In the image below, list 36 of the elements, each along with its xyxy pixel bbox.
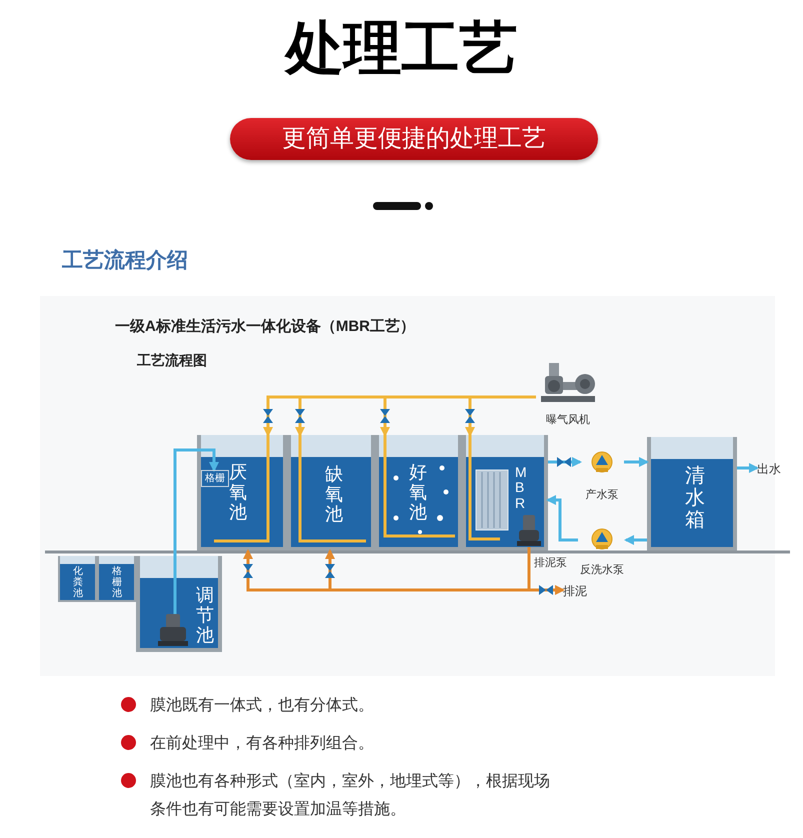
diagram-heading: 一级A标准生活污水一体化设备（MBR工艺） [115, 317, 415, 337]
tank-label: MBR [515, 465, 528, 512]
pump-label: 产水泵 [586, 490, 618, 501]
pipe-arrow [548, 456, 582, 468]
page-title: 处理工艺 [286, 15, 518, 83]
tank-label: 好氧池 [409, 463, 427, 522]
tank-label: 缺氧池 [325, 465, 343, 524]
pipe-arrow [624, 456, 650, 468]
subtitle-banner: 更简单更便捷的处理工艺 [230, 118, 598, 160]
tank [647, 437, 737, 551]
bullet-text: 在前处理中，有各种排列组合。 [150, 734, 375, 754]
outlet-label: 出水 [757, 460, 789, 478]
tank [58, 556, 97, 602]
tank [197, 435, 287, 551]
pipe-arrow [624, 534, 647, 546]
screen-box: 格栅 [201, 470, 229, 487]
bullet-text: 膜池既有一体式，也有分体式。 [150, 696, 375, 716]
pump-label: 排泥泵 [534, 556, 567, 571]
section-heading: 工艺流程介绍 [62, 248, 188, 274]
tank-label: 调节池 [196, 586, 214, 646]
tank-label: 清水箱 [685, 465, 705, 531]
tank-label: 厌氧池 [229, 463, 247, 522]
pipe-arrow [737, 462, 760, 474]
pump [578, 528, 626, 576]
pump-label: 反洗水泵 [580, 565, 624, 576]
blower-label: 曝气风机 [546, 415, 590, 426]
outlet-label: 排泥 [563, 582, 595, 600]
pipe-arrow [174, 448, 220, 556]
pipe-arrow [464, 396, 536, 438]
tank-label: 格栅池 [112, 566, 122, 599]
bullet-text: 膜池也有各种形式（室内，室外，地埋式等），根据现场条件也有可能需要设置加温等措施。 [150, 772, 550, 820]
tank [97, 556, 136, 602]
diagram-subheading: 工艺流程图 [137, 351, 207, 370]
tank-label: 化粪池 [73, 566, 83, 599]
tank [136, 556, 222, 652]
pipe-arrow [546, 494, 578, 542]
